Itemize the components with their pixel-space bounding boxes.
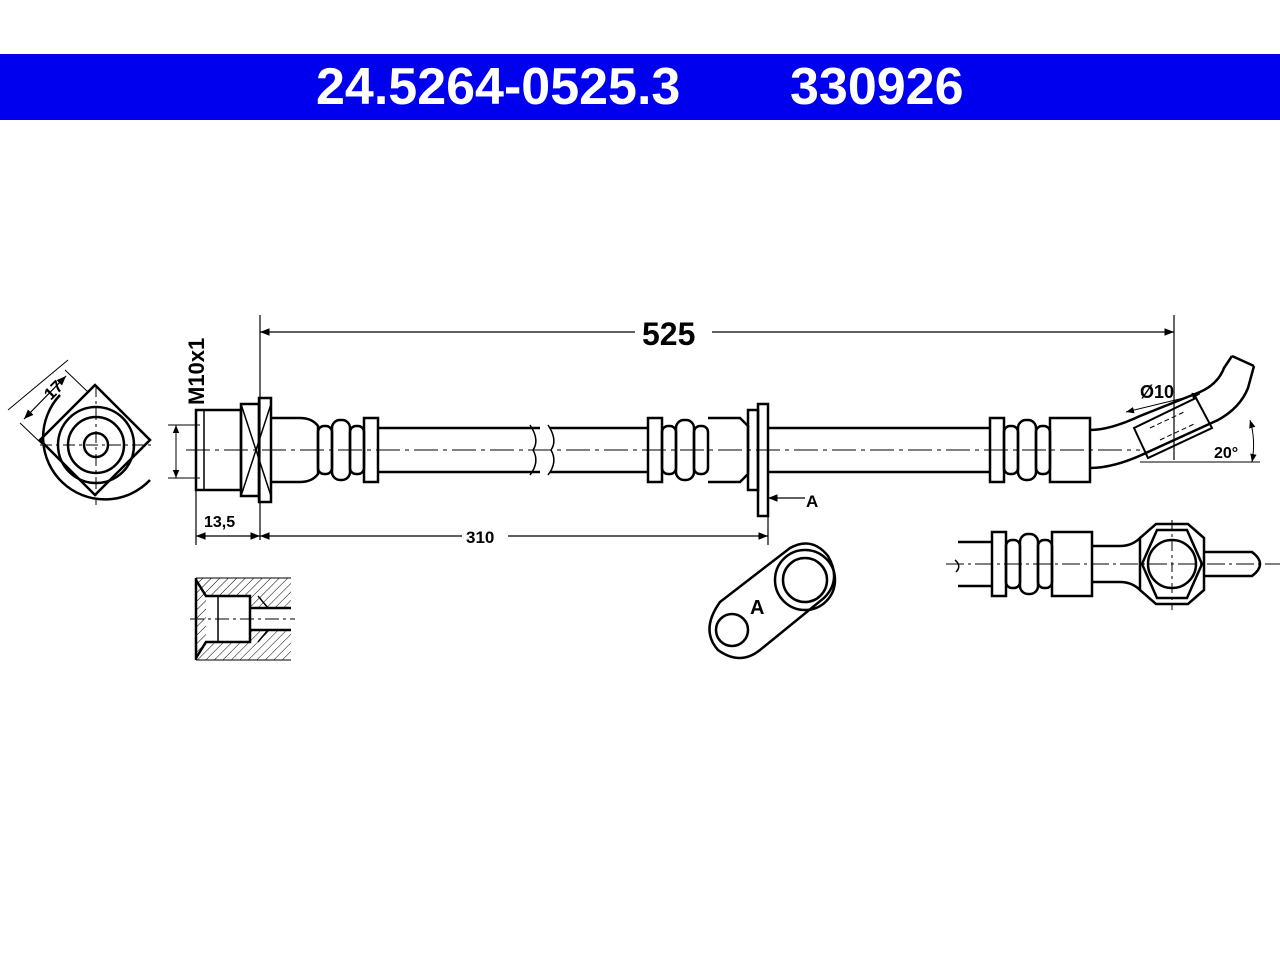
angle-dimension bbox=[1140, 419, 1260, 463]
bend-angle-label: 20° bbox=[1214, 445, 1238, 462]
length-dimension bbox=[259, 315, 1175, 540]
hose-side-view bbox=[186, 354, 1256, 518]
bracket-detail-view bbox=[708, 542, 837, 660]
part-number: 24.5264-0525.3 bbox=[316, 58, 681, 116]
tube-diameter-label: Ø10 bbox=[1140, 382, 1174, 402]
thread-label: M10x1 bbox=[184, 338, 209, 405]
title-bar: 24.5264-0525.3 330926 bbox=[0, 54, 1280, 120]
reference-number: 330926 bbox=[790, 58, 964, 116]
hex-end-view bbox=[38, 383, 155, 505]
hex-size-label: 17 bbox=[40, 377, 67, 404]
lower-dimensions bbox=[195, 490, 769, 545]
fitting-length-label: 13,5 bbox=[204, 514, 235, 531]
total-length-label: 525 bbox=[642, 316, 695, 352]
banjo-top-view bbox=[946, 520, 1280, 610]
tube-diameter-dimension bbox=[1125, 392, 1201, 441]
thread-dimension bbox=[168, 424, 200, 479]
bracket-detail-label: A bbox=[750, 597, 764, 619]
bracket-ref-label: A bbox=[806, 492, 818, 511]
bracket-offset-label: 310 bbox=[466, 528, 494, 547]
fitting-section-view bbox=[190, 577, 295, 661]
